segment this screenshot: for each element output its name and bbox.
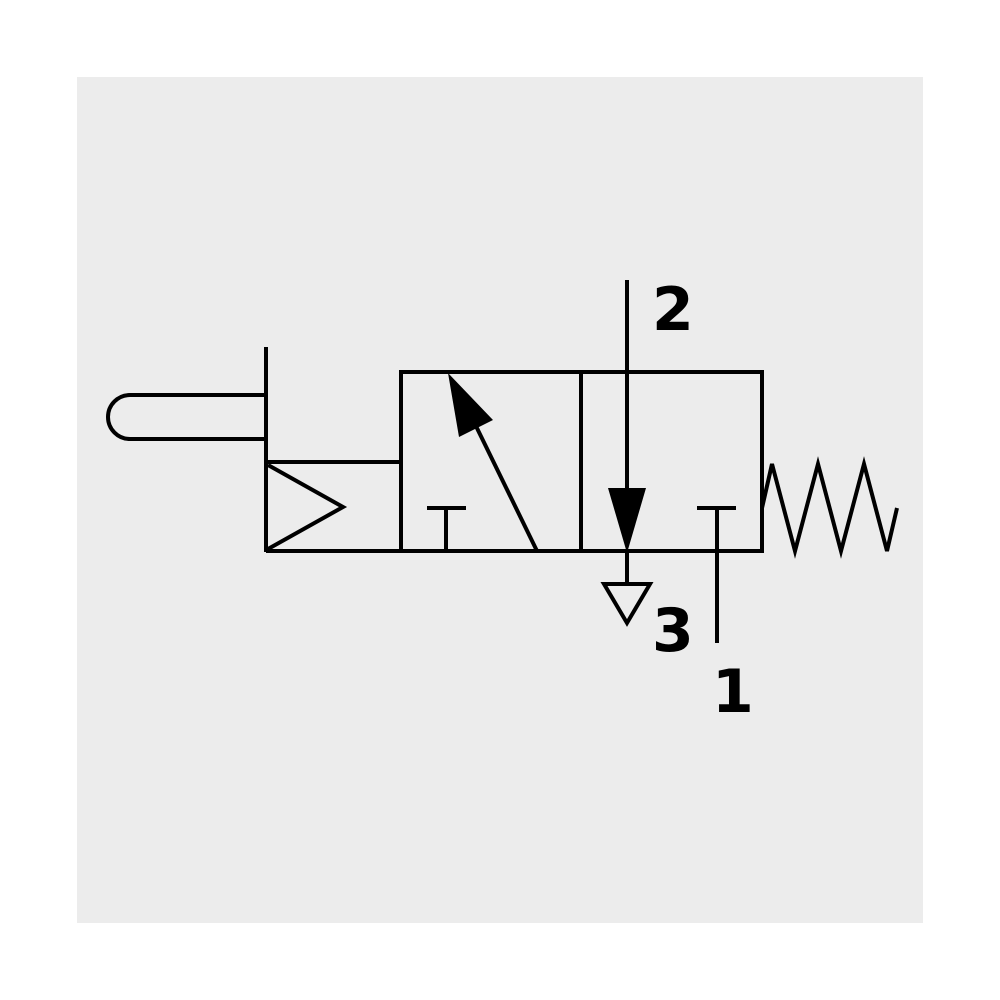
spring-icon (760, 456, 899, 559)
right-position (608, 280, 736, 643)
left-position (427, 373, 539, 552)
pilot-operator-box (266, 460, 401, 553)
diagonal-flow-arrow-icon (448, 373, 539, 552)
pilot-triangle-icon (267, 463, 348, 551)
port-1-label: 1 (712, 657, 754, 727)
exhaust-icon (600, 582, 654, 627)
vertical-flow-arrow-icon (608, 280, 646, 584)
port-2-label: 2 (652, 275, 694, 345)
diagram-panel (77, 77, 923, 923)
port-3-label: 3 (652, 596, 694, 666)
blocked-port-right-icon (697, 506, 736, 643)
push-button-actuator (106, 347, 268, 552)
blocked-port-left-icon (427, 506, 466, 551)
valve-body (399, 370, 764, 553)
